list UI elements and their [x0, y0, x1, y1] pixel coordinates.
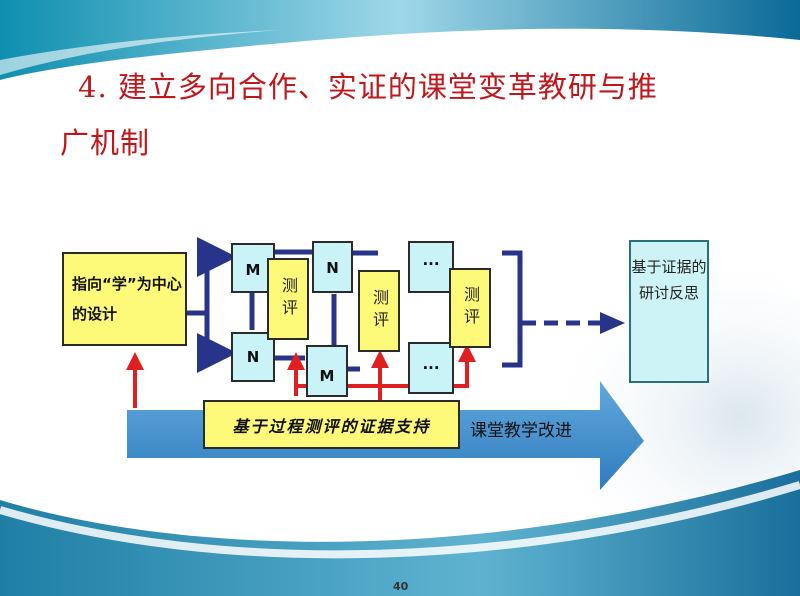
node-m-2: M [306, 345, 348, 397]
evidence-support-label: 基于过程测评的证据支持 [232, 416, 431, 436]
classroom-improvement-label: 课堂教学改进 [470, 421, 572, 441]
page-number: 40 [393, 580, 409, 593]
assess-box-1-label: 测评 [279, 277, 298, 321]
assess-box-2-label: 测评 [370, 289, 389, 333]
node-ellipsis-2: ··· [408, 342, 454, 394]
assess-box-2: 测评 [358, 270, 400, 352]
reflection-box: 基于证据的研讨反思 [629, 240, 709, 383]
assess-box-3: 测评 [449, 268, 491, 348]
node-m-1-label: M [245, 261, 261, 279]
evidence-support-box: 基于过程测评的证据支持 [203, 400, 460, 449]
node-ellipsis-2-label: ··· [422, 359, 440, 377]
node-n-1: N [231, 332, 275, 382]
assess-box-1: 测评 [267, 258, 309, 340]
node-m-2-label: M [319, 367, 335, 385]
slide-title-line-1: 4. 建立多向合作、实证的课堂变革教研与推 [78, 70, 658, 104]
node-ellipsis-1: ··· [408, 241, 454, 293]
node-ellipsis-1-label: ··· [422, 255, 440, 273]
reflection-box-label: 基于证据的研讨反思 [631, 258, 707, 302]
slide-title-line-2: 广机制 [60, 126, 151, 160]
assess-box-3-label: 测评 [461, 286, 480, 330]
design-box: 指向“学”为中心的设计 [62, 252, 187, 346]
node-n-2: N [312, 241, 353, 293]
node-n-2-label: N [326, 259, 339, 277]
node-n-1-label: N [246, 348, 260, 366]
design-box-label: 指向“学”为中心的设计 [72, 275, 182, 323]
